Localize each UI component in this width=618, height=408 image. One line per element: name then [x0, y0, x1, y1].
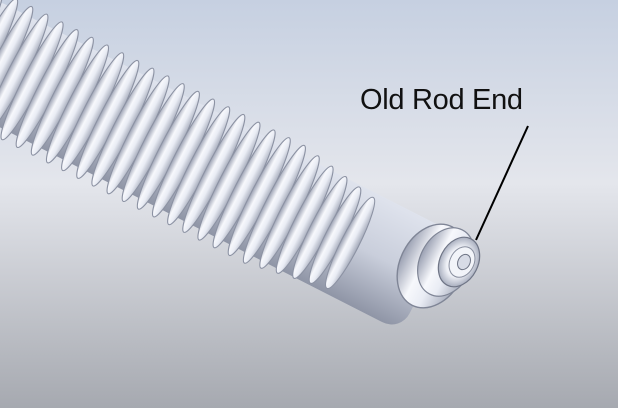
threaded-rod [0, 0, 445, 325]
rod-threads [0, 0, 376, 290]
end-bore [457, 253, 471, 271]
thread-ridge [325, 196, 376, 290]
callout-leader-line [475, 125, 529, 241]
thread-ridge [0, 0, 19, 118]
callout-label: Old Rod End [360, 84, 523, 116]
rod-end [396, 223, 481, 309]
